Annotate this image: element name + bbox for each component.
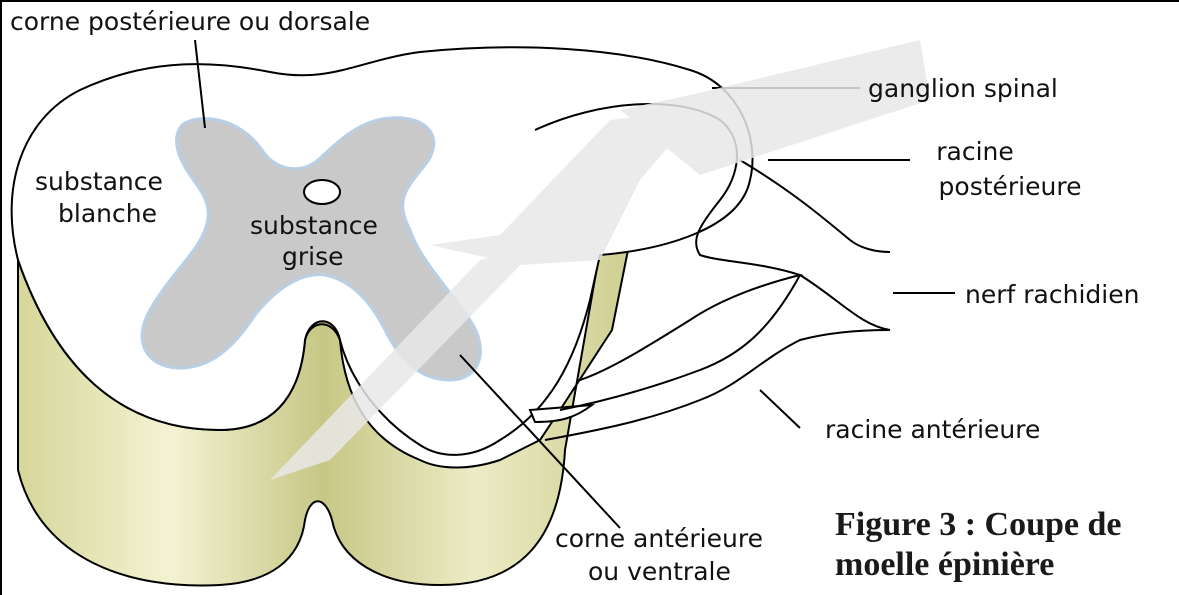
label-corne-posterieure: corne postérieure ou dorsale bbox=[10, 7, 370, 36]
label-ganglion-spinal: ganglion spinal bbox=[868, 74, 1058, 103]
central-canal bbox=[304, 180, 340, 204]
label-substance-blanche-1: substance bbox=[35, 167, 163, 196]
label-corne-anterieure-2: ou ventrale bbox=[588, 557, 731, 586]
figure-caption-line2: moelle épinière bbox=[835, 546, 1054, 583]
leader-racine-anterieure bbox=[760, 390, 800, 428]
racine-posterieure-shape bbox=[740, 160, 890, 252]
label-substance-blanche-2: blanche bbox=[58, 199, 157, 228]
label-nerf-rachidien: nerf rachidien bbox=[965, 280, 1139, 309]
label-substance-grise-1: substance bbox=[250, 211, 378, 240]
label-racine-anterieure: racine antérieure bbox=[825, 415, 1040, 444]
label-substance-grise-2: grise bbox=[282, 242, 344, 271]
figure-caption-line1: Figure 3 : Coupe de bbox=[835, 506, 1121, 543]
label-racine-posterieure-2: postérieure bbox=[939, 172, 1082, 201]
label-racine-posterieure-1: racine bbox=[936, 137, 1014, 166]
nerf-rachidien-shape bbox=[800, 275, 890, 330]
label-corne-anterieure-1: corne antérieure bbox=[555, 524, 763, 553]
